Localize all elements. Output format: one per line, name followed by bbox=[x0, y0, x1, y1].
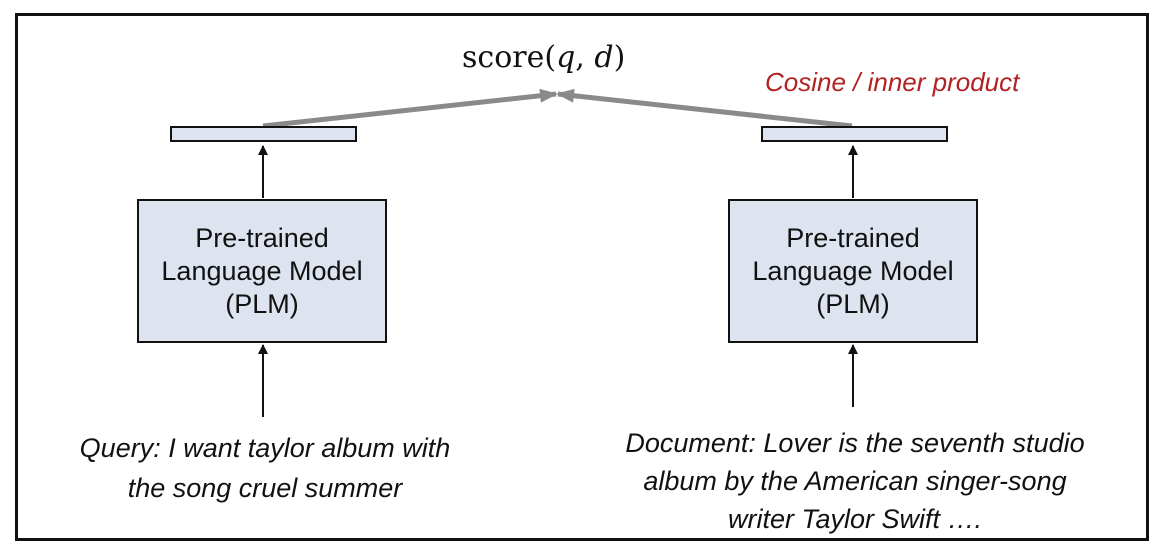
encoder-label-line: Pre-trained bbox=[195, 222, 329, 253]
score-function-label: score(q, d) bbox=[462, 40, 626, 75]
document-line: Document: Lover is the seventh studio bbox=[625, 428, 1085, 458]
query-line: the song cruel summer bbox=[127, 473, 403, 503]
query-embedding-vector bbox=[170, 126, 357, 142]
left-score-arrow bbox=[262, 88, 558, 129]
query-line: Query: I want taylor album with bbox=[79, 433, 451, 463]
document-line: writer Taylor Swift …. bbox=[727, 504, 983, 534]
encoder-label-line: Pre-trained bbox=[786, 222, 920, 253]
diagram-frame bbox=[15, 13, 1149, 541]
encoder-label-line: Language Model bbox=[752, 255, 954, 286]
document-encoder-plm: Pre-trained Language Model (PLM) bbox=[728, 199, 978, 343]
query-text: Query: I want taylor album with the song… bbox=[30, 428, 500, 508]
document-embedding-vector bbox=[761, 126, 948, 142]
encoder-label-line: (PLM) bbox=[225, 288, 299, 319]
query-encoder-plm: Pre-trained Language Model (PLM) bbox=[137, 199, 387, 343]
document-text: Document: Lover is the seventh studio al… bbox=[580, 424, 1130, 538]
right-score-arrow bbox=[556, 88, 853, 129]
document-line: album by the American singer-song bbox=[643, 466, 1067, 496]
similarity-label: Cosine / inner product bbox=[765, 67, 1020, 97]
encoder-label-line: (PLM) bbox=[816, 288, 890, 319]
encoder-label-line: Language Model bbox=[161, 255, 363, 286]
